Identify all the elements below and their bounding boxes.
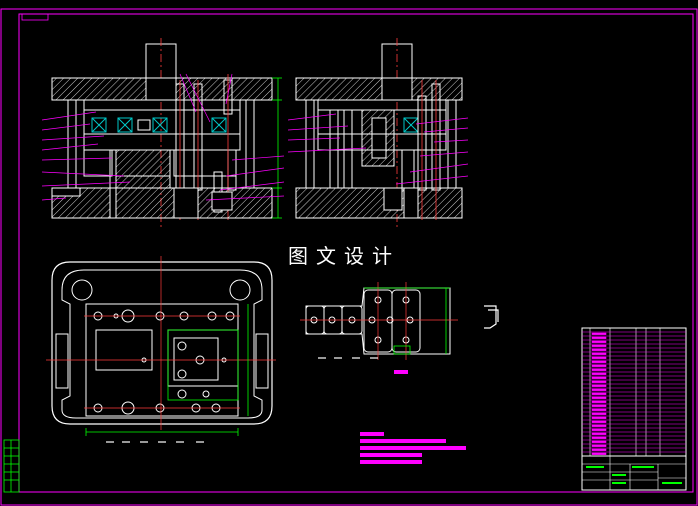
parts-list-cell	[591, 348, 607, 351]
parts-list-cell	[591, 436, 607, 439]
parts-list-cell	[591, 424, 607, 427]
parts-list-cell	[591, 372, 607, 375]
parts-list-cell	[591, 340, 607, 343]
front-leaders	[41, 73, 285, 201]
parts-list-cell	[591, 376, 607, 379]
parts-list-cell	[591, 364, 607, 367]
strip-layout	[300, 282, 458, 374]
front-springs	[91, 117, 227, 133]
watermark-text: 图文设计	[288, 244, 400, 268]
plan-view-lower-die	[46, 256, 276, 443]
front-section-view	[41, 38, 285, 230]
parts-list-cell	[591, 392, 607, 395]
part-profile	[484, 305, 499, 329]
parts-list-cell	[591, 344, 607, 347]
parts-list-cell	[591, 428, 607, 431]
front-backing-plate	[83, 99, 241, 111]
parts-list-cell	[591, 440, 607, 443]
parts-list-cell	[591, 400, 607, 403]
parts-list-table	[581, 327, 687, 457]
parts-list-cell	[591, 412, 607, 415]
side-section-view	[287, 38, 469, 230]
front-die-plate	[83, 133, 241, 151]
parts-list-cell	[591, 352, 607, 355]
parts-list-cell	[591, 368, 607, 371]
sheet-inner-border	[18, 13, 694, 493]
parts-list-cell	[591, 444, 607, 447]
parts-list-cell	[591, 416, 607, 419]
parts-list-cell	[591, 448, 607, 451]
parts-list-cell	[591, 432, 607, 435]
sheet-corner-tag	[21, 13, 49, 21]
parts-list-cell	[591, 396, 607, 399]
parts-list-cell	[591, 356, 607, 359]
revision-strip	[3, 439, 20, 493]
parts-list-cell	[591, 380, 607, 383]
technical-notes	[360, 432, 466, 464]
parts-list-cell	[591, 336, 607, 339]
parts-list-cell	[591, 404, 607, 407]
front-lower-plate	[51, 187, 273, 219]
parts-list-cell	[591, 388, 607, 391]
parts-list-cell	[591, 452, 607, 455]
sheet-outer-border	[0, 8, 698, 506]
parts-list-cell	[591, 332, 607, 335]
title-block	[581, 455, 687, 491]
parts-list-cell	[591, 420, 607, 423]
parts-list-cell	[591, 408, 607, 411]
parts-list-cell	[591, 360, 607, 363]
parts-list-cell	[591, 384, 607, 387]
